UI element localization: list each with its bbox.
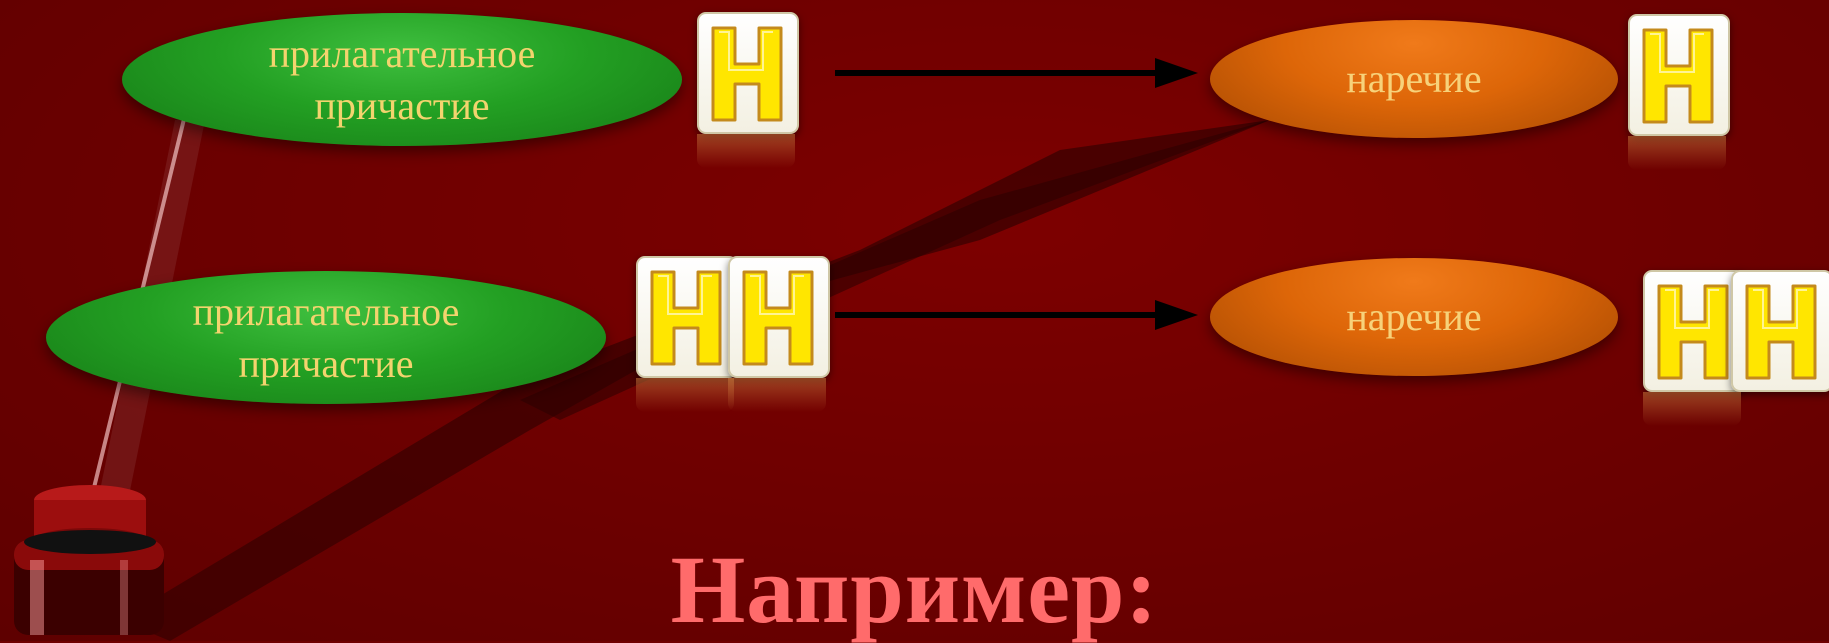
oval-adverb-1: наречие — [1210, 20, 1618, 138]
tile-reflection — [1643, 392, 1741, 426]
letter-n-tile-icon — [697, 12, 799, 134]
oval-adverb-label: наречие — [1346, 294, 1482, 339]
oval-adverb-2: наречие — [1210, 258, 1618, 376]
oval-label-line1: прилагательное — [268, 30, 536, 76]
oval-label-line2: причастие — [314, 82, 490, 128]
tile-reflection — [636, 378, 734, 412]
oval-label-line1: прилагательное — [192, 288, 460, 334]
oval-adverb-label: наречие — [1346, 56, 1482, 101]
tile-reflection — [697, 134, 795, 168]
tile-reflection — [728, 378, 826, 412]
oval-label-line2: причастие — [238, 340, 414, 386]
letter-n-tile-icon — [636, 256, 738, 378]
example-heading: Например: — [670, 536, 1159, 643]
oval-adjective-participle-1: прилагательное причастие — [122, 13, 682, 146]
letter-n-tile-icon — [728, 256, 830, 378]
letter-n-tile-icon — [1628, 14, 1730, 136]
letter-n-tile-icon — [1731, 270, 1829, 392]
oval-adjective-participle-2: прилагательное причастие — [46, 271, 606, 404]
inkwell-icon — [14, 485, 164, 635]
tile-reflection — [1628, 136, 1726, 170]
letter-n-tile-icon — [1643, 270, 1745, 392]
